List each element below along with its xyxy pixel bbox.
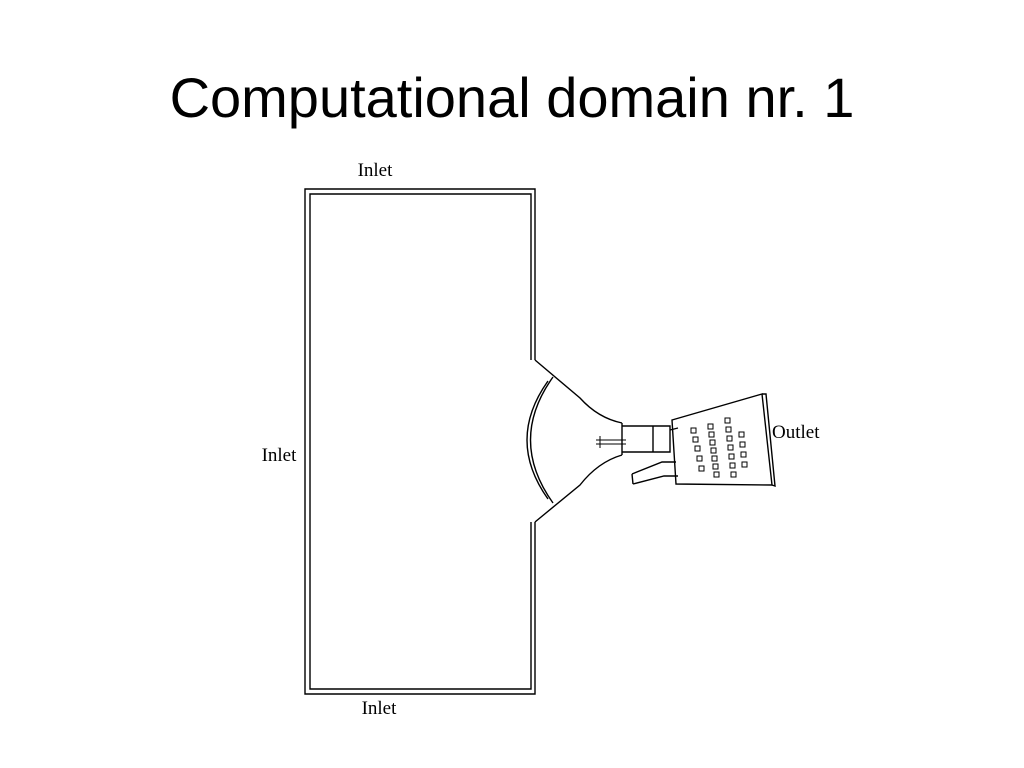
tube-array <box>690 417 748 478</box>
inlet-bottom-label: Inlet <box>362 698 398 719</box>
outlet-chamber <box>671 393 776 488</box>
nozzle-section <box>621 423 679 485</box>
domain-boundary <box>304 188 536 695</box>
outlet-label: Outlet <box>772 422 820 443</box>
inlet-top-label: Inlet <box>358 160 394 181</box>
slide-title: Computational domain nr. 1 <box>169 66 855 129</box>
contraction-section <box>526 359 626 523</box>
inlet-left-label: Inlet <box>262 445 298 466</box>
